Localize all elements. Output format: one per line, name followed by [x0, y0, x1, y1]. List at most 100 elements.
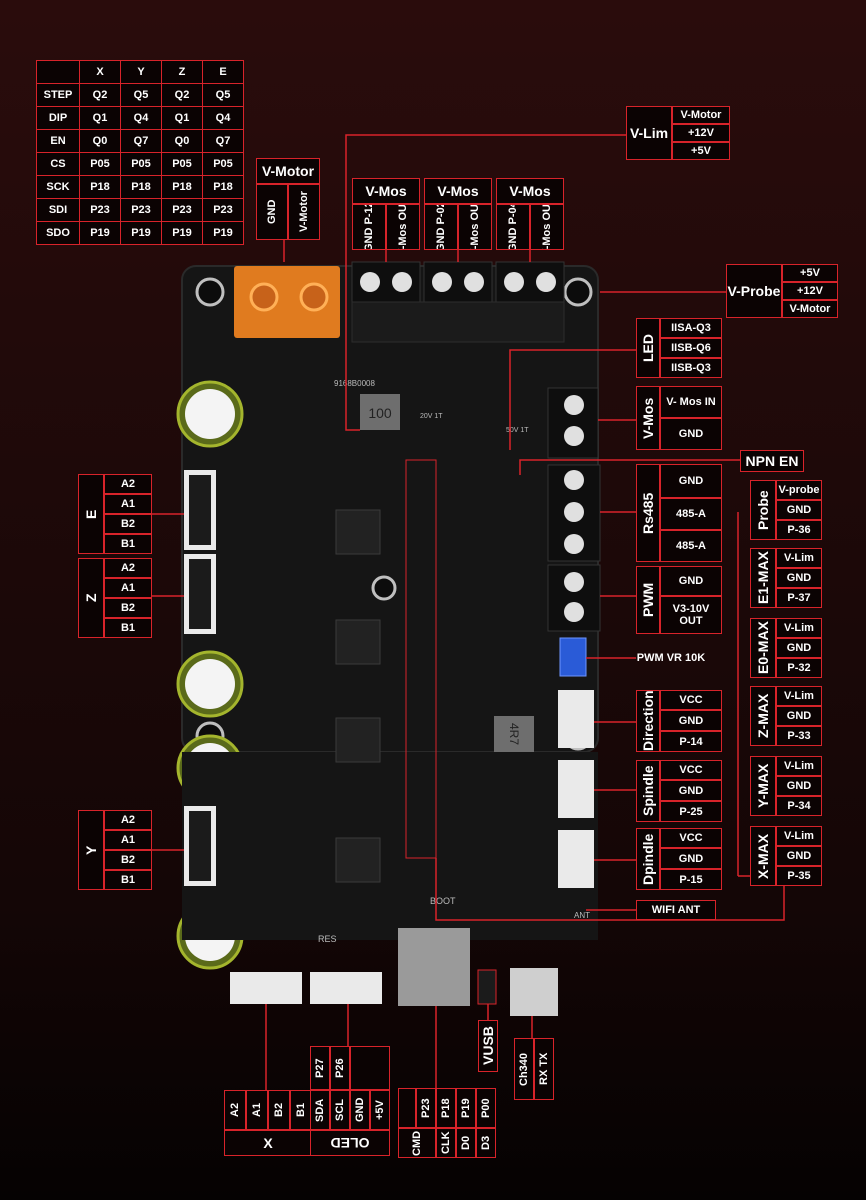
motor-2-title: Y: [78, 810, 104, 890]
dpindle-pin-3: P-15: [660, 869, 722, 890]
pwm-pin-1: GND: [660, 566, 722, 596]
inductor-100-label: 100: [368, 405, 392, 421]
sd-pin-3: P00: [476, 1088, 496, 1128]
endstop-2-pin-2: P-32: [776, 658, 822, 678]
driver-table-cell: P18: [79, 175, 121, 199]
driver-table-header-cell: [36, 60, 80, 84]
motor-1-pin-1: A1: [104, 578, 152, 598]
sd-corner: [398, 1088, 416, 1128]
endstop-4-pin-2: P-34: [776, 796, 822, 816]
vmos-3-title: V-Mos: [496, 178, 564, 204]
vmotor-pin-vmotor: V-Motor: [288, 184, 320, 240]
driver-table-cell: P23: [79, 198, 121, 222]
silk-cap2: 50V 1T: [506, 427, 529, 434]
vprobe-opt-1: +5V: [782, 264, 838, 282]
motor-1-pin-2: B2: [104, 598, 152, 618]
driver-table-cell: Q0: [161, 129, 203, 153]
silk-boot: BOOT: [430, 896, 456, 906]
endstop-3-pin-1: GND: [776, 706, 822, 726]
direction-title: Direction: [636, 690, 660, 752]
spindle-title: Spindle: [636, 760, 660, 822]
sd-pin-2: P19: [456, 1088, 476, 1128]
driver-table-cell: P19: [202, 221, 244, 245]
driver-table-cell: P05: [202, 152, 244, 176]
driver-table-header-cell: Z: [161, 60, 203, 84]
endstop-5-pin-0: V-Lim: [776, 826, 822, 846]
endstop-3-pin-2: P-33: [776, 726, 822, 746]
driver-table-cell: Q2: [161, 83, 203, 107]
vprobe-title: V-Probe: [726, 264, 782, 318]
endstop-1-title: E1-MAX: [750, 548, 776, 608]
oled-connector: [310, 972, 382, 1004]
motor-x-pin-4: B1: [290, 1090, 312, 1130]
endstop-3-title: Z-MAX: [750, 686, 776, 746]
led-pin-2: IISB-Q6: [660, 338, 722, 358]
vmos-3-pin-b: V-Mos OUT: [530, 204, 564, 250]
silk-cap1: 20V 1T: [420, 413, 443, 420]
vlim-opt-3: +5V: [672, 142, 730, 160]
driver-table-header-cell: X: [79, 60, 121, 84]
driver-table-cell: Q4: [202, 106, 244, 130]
endstop-4-pin-1: GND: [776, 776, 822, 796]
driver-table-cell: CS: [36, 152, 80, 176]
led-pin-3: IISB-Q3: [660, 358, 722, 378]
driver-table-cell: P23: [120, 198, 162, 222]
mount-hole-tr: [563, 277, 593, 307]
endstop-2-pin-0: V-Lim: [776, 618, 822, 638]
spindle-pin-2: GND: [660, 780, 722, 801]
driver-table-cell: P23: [161, 198, 203, 222]
dpindle-connector: [558, 830, 594, 888]
rs485-pin-3: 485-A: [660, 530, 722, 562]
driver-table-cell: Q7: [120, 129, 162, 153]
dpindle-pin-2: GND: [660, 848, 722, 869]
sd-func-0: CMD: [398, 1128, 436, 1158]
direction-pin-1: VCC: [660, 690, 722, 710]
motor-x-connector: [230, 972, 302, 1004]
endstop-1-pin-2: P-37: [776, 588, 822, 608]
dpindle-pin-1: VCC: [660, 828, 722, 848]
driver-chip-3: [335, 717, 381, 763]
direction-pin-3: P-14: [660, 731, 722, 752]
direction-connector: [558, 690, 594, 748]
endstop-4-pin-0: V-Lim: [776, 756, 822, 776]
vmotor-screw-2: [299, 282, 329, 312]
vprobe-opt-3: V-Motor: [782, 300, 838, 318]
motor-x-title: X: [224, 1130, 312, 1156]
driver-table-cell: Q7: [202, 129, 244, 153]
sd-pin-1: P18: [436, 1088, 456, 1128]
rs485-title: Rs485: [636, 464, 660, 562]
spindle-connector: [558, 760, 594, 818]
silk-ant: ANT: [574, 911, 590, 920]
usb-c-port: [510, 968, 558, 1016]
motor-2-pin-0: A2: [104, 810, 152, 830]
silk-res: RES: [318, 934, 337, 944]
oled-title: OLED: [310, 1130, 390, 1156]
endstop-3-pin-0: V-Lim: [776, 686, 822, 706]
motor-0-pin-0: A2: [104, 474, 152, 494]
vusb-jumper: [477, 969, 497, 1005]
driver-table-cell: Q1: [79, 106, 121, 130]
driver-table-cell: SCK: [36, 175, 80, 199]
driver-table-cell: Q5: [120, 83, 162, 107]
motor-1-pin-3: B1: [104, 618, 152, 638]
driver-chip-4: [335, 837, 381, 883]
endstop-2-title: E0-MAX: [750, 618, 776, 678]
ch340-sub: RX TX: [534, 1038, 554, 1100]
driver-table-cell: P19: [161, 221, 203, 245]
driver-table-cell: SDI: [36, 198, 80, 222]
vmos-2-title: V-Mos: [424, 178, 492, 204]
endstop-2-pin-1: GND: [776, 638, 822, 658]
vmos-in-title: V-Mos: [636, 386, 660, 450]
vlim-opt-1: V-Motor: [672, 106, 730, 124]
vmos-3-pin-a: GND P-04: [496, 204, 530, 250]
vmos-in-pin-1: V- Mos IN: [660, 386, 722, 418]
inductor-4r7-label: 4R7: [507, 723, 521, 745]
motor-0-title: E: [78, 474, 104, 554]
endstop-1-pin-1: GND: [776, 568, 822, 588]
